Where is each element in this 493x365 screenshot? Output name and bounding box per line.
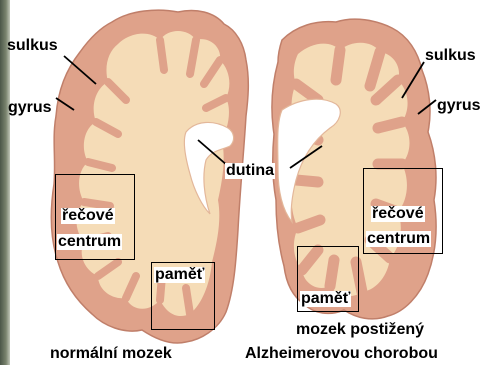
alzheimer-caption-line1: mozek postižený: [296, 321, 424, 339]
right-sulcus-label: sulkus: [425, 48, 476, 64]
left-sulcus-label: sulkus: [7, 38, 58, 54]
left-gyrus-label: gyrus: [8, 100, 52, 116]
left-speech-label-line1: řečové: [61, 208, 115, 224]
right-memory-label: paměť: [300, 291, 351, 307]
alzheimer-caption-line2: Alzheimerovou chorobou: [245, 345, 438, 363]
left-speech-label-line2: centrum: [57, 234, 122, 250]
cavity-label: dutina: [225, 163, 275, 179]
right-gyrus-label: gyrus: [437, 98, 481, 114]
right-speech-label-line1: řečové: [371, 206, 425, 222]
normal-brain-caption: normální mozek: [50, 345, 172, 363]
right-speech-label-line2: centrum: [366, 231, 431, 247]
left-memory-label: paměť: [154, 267, 205, 283]
